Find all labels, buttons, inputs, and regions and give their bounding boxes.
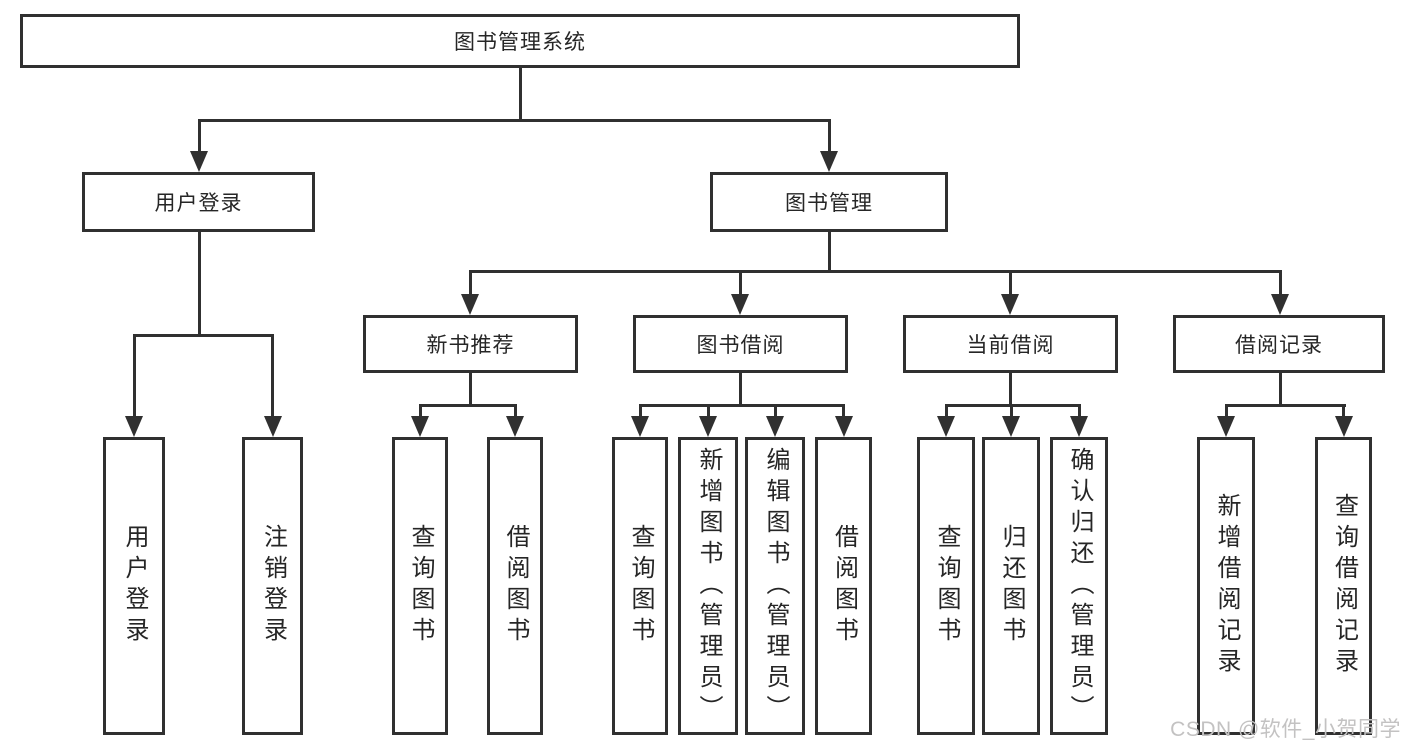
connector-line [1278, 271, 1282, 296]
node-leaf-logout: 注销登录 [242, 437, 303, 735]
node-leaf-borrow-books-1-label: 借阅图书 [502, 524, 529, 648]
node-root: 图书管理系统 [20, 14, 1020, 68]
connector-line [132, 333, 274, 337]
node-leaf-borrow-books-2: 借阅图书 [815, 437, 872, 735]
node-new-book-recommend-label: 新书推荐 [426, 334, 515, 357]
connector-line [1009, 405, 1013, 418]
node-leaf-add-books-admin: 新增图书（管理员） [678, 437, 738, 735]
node-borrow-records-label: 借阅记录 [1235, 334, 1323, 357]
node-current-borrowing-label: 当前借阅 [966, 334, 1055, 357]
node-book-management: 图书管理 [710, 172, 948, 232]
connector-line [418, 405, 422, 418]
node-leaf-query-books-2: 查询图书 [612, 437, 668, 735]
connector-line [738, 271, 742, 296]
connector-line [638, 403, 845, 407]
node-leaf-return-books: 归还图书 [982, 437, 1040, 735]
arrowhead-icon [1334, 416, 1353, 437]
arrowhead-icon [506, 416, 524, 437]
connector-line [944, 403, 1081, 407]
node-leaf-user-login: 用户登录 [103, 437, 165, 735]
node-leaf-query-books-3: 查询图书 [917, 437, 975, 735]
node-leaf-user-login-label: 用户登录 [121, 524, 148, 648]
arrowhead-icon [190, 151, 208, 172]
node-leaf-query-borrow-record: 查询借阅记录 [1315, 437, 1372, 735]
node-leaf-query-books-2-label: 查询图书 [627, 524, 654, 648]
connector-line [271, 335, 274, 418]
arrowhead-icon [263, 416, 282, 437]
node-book-borrowing-label: 图书借阅 [696, 334, 785, 357]
node-leaf-edit-books-admin: 编辑图书（管理员） [745, 437, 805, 735]
node-leaf-query-books-1-label: 查询图书 [407, 524, 434, 648]
connector-line [468, 271, 472, 296]
node-leaf-confirm-return-admin: 确认归还（管理员） [1050, 437, 1108, 735]
arrowhead-icon [820, 151, 838, 172]
node-user-login: 用户登录 [82, 172, 315, 232]
connector-line [513, 405, 517, 418]
connector-line [706, 405, 710, 418]
connector-line [197, 232, 201, 336]
node-leaf-query-borrow-record-label: 查询借阅记录 [1330, 493, 1358, 679]
node-leaf-add-borrow-record-label: 新增借阅记录 [1213, 493, 1240, 679]
connector-line [944, 405, 948, 418]
connector-line [638, 405, 642, 418]
arrowhead-icon [461, 294, 479, 315]
arrowhead-icon [699, 416, 717, 437]
node-new-book-recommend: 新书推荐 [363, 315, 578, 373]
connector-line [197, 120, 201, 156]
arrowhead-icon [1002, 416, 1020, 437]
arrowhead-icon [1271, 294, 1289, 315]
node-user-login-label: 用户登录 [154, 192, 243, 215]
arrowhead-icon [1217, 416, 1235, 437]
node-root-label: 图书管理系统 [454, 31, 586, 54]
connector-line [1224, 405, 1228, 418]
connector-line [518, 68, 522, 121]
node-leaf-confirm-return-admin-label: 确认归还（管理员） [1066, 446, 1093, 726]
node-leaf-query-books-3-label: 查询图书 [933, 524, 960, 648]
arrowhead-icon [731, 294, 749, 315]
connector-line [1224, 403, 1346, 407]
connector-line [1077, 405, 1081, 418]
connector-line [468, 373, 472, 406]
connector-line [738, 373, 742, 406]
node-book-management-label: 图书管理 [785, 192, 873, 215]
connector-line [827, 232, 831, 272]
arrowhead-icon [834, 416, 853, 437]
connector-line [418, 403, 517, 407]
node-leaf-logout-label: 注销登录 [259, 524, 287, 648]
connector-line [1278, 373, 1282, 406]
arrowhead-icon [631, 416, 649, 437]
node-leaf-return-books-label: 归还图书 [998, 524, 1025, 648]
connector-line [842, 405, 845, 418]
connector-line [468, 269, 1282, 273]
arrowhead-icon [937, 416, 955, 437]
connector-line [827, 120, 831, 156]
connector-line [132, 335, 136, 418]
arrowhead-icon [125, 416, 143, 437]
csdn-watermark: CSDN @软件_小贺同学 [1170, 718, 1401, 741]
connector-line [1008, 271, 1012, 296]
node-leaf-borrow-books-2-label: 借阅图书 [830, 524, 858, 648]
arrowhead-icon [1070, 416, 1088, 437]
connector-line [1008, 373, 1012, 406]
connector-line [773, 405, 777, 418]
node-borrow-records: 借阅记录 [1173, 315, 1385, 373]
arrowhead-icon [411, 416, 429, 437]
node-leaf-query-books-1: 查询图书 [392, 437, 448, 735]
node-leaf-add-books-admin-label: 新增图书（管理员） [695, 446, 722, 726]
connector-line [197, 118, 831, 122]
node-leaf-borrow-books-1: 借阅图书 [487, 437, 543, 735]
connector-line [1342, 405, 1345, 418]
arrowhead-icon [766, 416, 784, 437]
node-leaf-edit-books-admin-label: 编辑图书（管理员） [762, 446, 789, 726]
node-leaf-add-borrow-record: 新增借阅记录 [1197, 437, 1255, 735]
node-book-borrowing: 图书借阅 [633, 315, 848, 373]
node-current-borrowing: 当前借阅 [903, 315, 1118, 373]
arrowhead-icon [1001, 294, 1019, 315]
